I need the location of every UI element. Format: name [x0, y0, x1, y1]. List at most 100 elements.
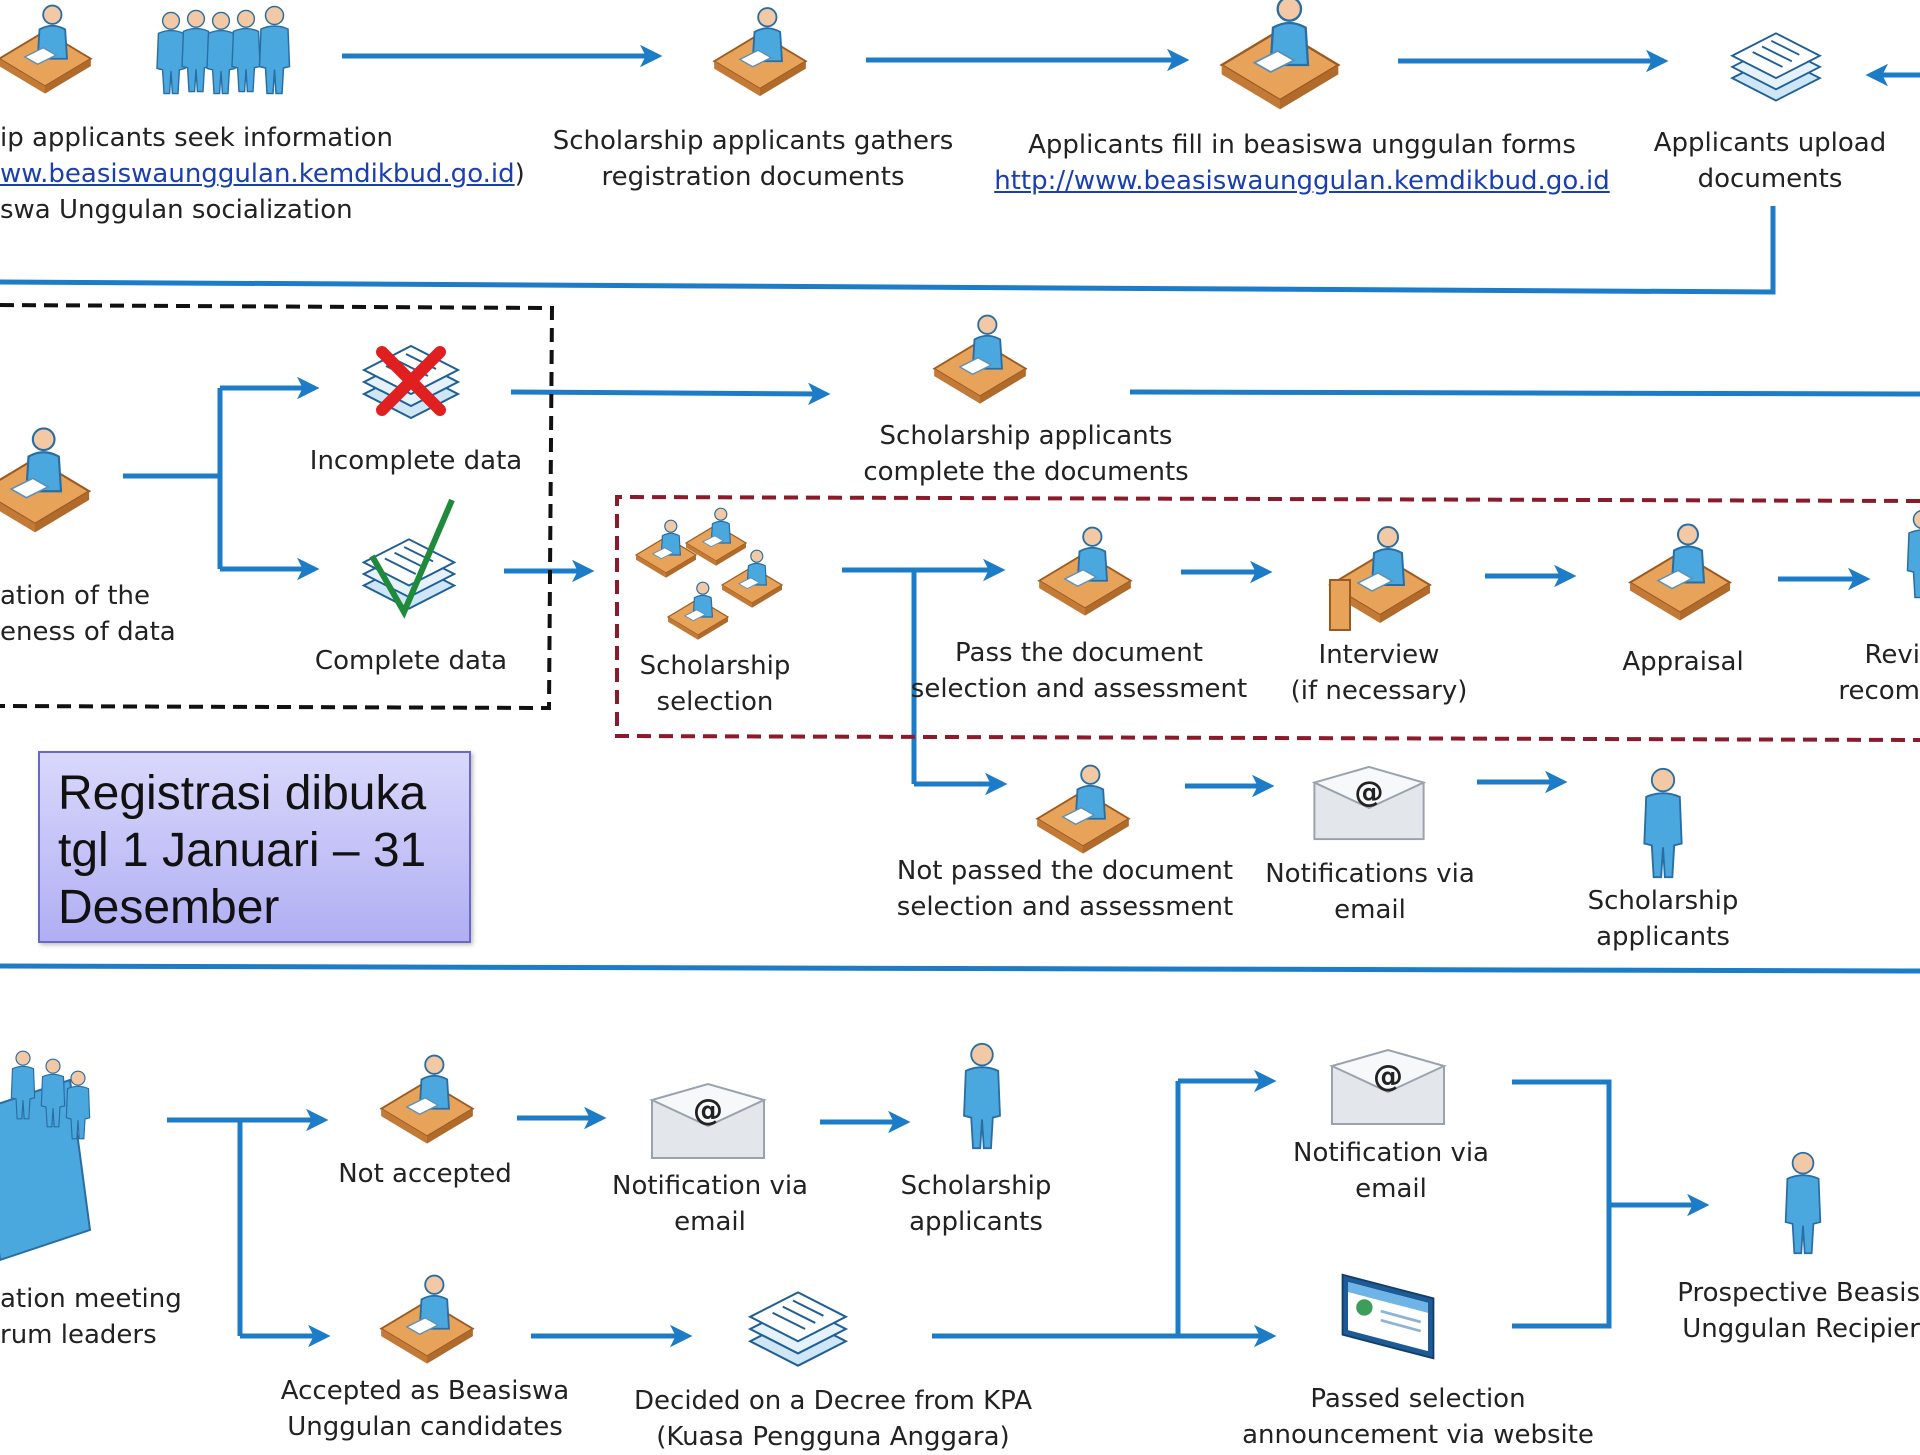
selection-line2: selection [640, 684, 791, 720]
note-line2: tgl 1 Januari – 31 [58, 822, 451, 879]
meeting-line1: ation meeting [0, 1281, 182, 1317]
incomplete-docs-icon [364, 346, 458, 418]
gather-docs-line1: Scholarship applicants gathers [553, 123, 954, 159]
complete-docs-label: Scholarship applicants complete the docu… [863, 418, 1188, 490]
gather-docs-line2: registration documents [553, 159, 954, 195]
reviewer-person-icon [1908, 511, 1920, 598]
applicant-gathering-icon [714, 8, 806, 96]
complete-docs-icon [364, 500, 455, 612]
scholarship-applicants-label: Scholarship applicants [1588, 883, 1739, 955]
upload-documents-icon [1732, 33, 1820, 100]
upload-docs-line1: Applicants upload [1654, 125, 1887, 161]
not-passed-label: Not passed the document selection and as… [897, 853, 1233, 925]
note-line1: Registrasi dibuka [58, 765, 451, 822]
recipient-person-icon [1786, 1153, 1821, 1254]
complete-docs-line2: complete the documents [863, 454, 1188, 490]
not-passed-line2: selection and assessment [897, 889, 1233, 925]
pass-doc-line2: selection and assessment [911, 671, 1247, 707]
gather-docs-label: Scholarship applicants gathers registrat… [553, 123, 954, 195]
accepted-desk-icon [381, 1276, 473, 1364]
fill-forms-label: Applicants fill in beasiswa unggulan for… [994, 127, 1610, 199]
verify-completeness-label: ation of the eness of data [0, 578, 176, 650]
applicants-line1: Scholarship [1588, 883, 1739, 919]
connector-merge [1512, 1082, 1609, 1326]
incomplete-data-label: Incomplete data [310, 443, 522, 479]
upload-docs-label: Applicants upload documents [1654, 125, 1887, 197]
not-passed-desk-icon [1037, 766, 1129, 854]
decree-docs-icon [750, 1292, 846, 1365]
registration-period-note: Registrasi dibuka tgl 1 Januari – 31 Des… [38, 751, 471, 943]
applicant-person-icon [1644, 769, 1681, 877]
scholarship-selection-label: Scholarship selection [640, 648, 791, 720]
row1-icons [0, 0, 1820, 109]
connector-row2-to-row3 [0, 966, 1920, 971]
announcement-label: Passed selection announcement via websit… [1242, 1381, 1594, 1453]
verify-line1: ation of the [0, 578, 176, 614]
computer-user-icon [0, 6, 91, 94]
meeting-label: ation meeting rum leaders [0, 1281, 182, 1353]
applicants2-line2: applicants [901, 1204, 1052, 1240]
recipients-line1: Prospective Beasis [1677, 1275, 1920, 1311]
note-line3: Desember [58, 879, 451, 936]
applicant-person-icon-2 [964, 1044, 1000, 1148]
complete-data-label: Complete data [315, 643, 507, 679]
fill-forms-link[interactable]: http://www.beasiswaunggulan.kemdikbud.go… [994, 163, 1610, 199]
email-envelope-icon-3 [1332, 1050, 1444, 1124]
announce-line2: announcement via website [1242, 1417, 1594, 1453]
prospective-recipients-label: Prospective Beasis Unggulan Recipier [1677, 1275, 1920, 1347]
not-accepted-desk-icon [381, 1056, 473, 1144]
review-line2: recom [1838, 673, 1920, 709]
group-of-people-icon [157, 7, 290, 94]
applicant-form-icon [1222, 0, 1339, 109]
connector-complete-docs-out [1130, 392, 1920, 394]
decree-label: Decided on a Decree from KPA (Kuasa Peng… [634, 1383, 1032, 1455]
appraisal-label: Appraisal [1622, 644, 1743, 680]
seek-info-line3: swa Unggulan socialization [0, 192, 525, 228]
fill-forms-line1: Applicants fill in beasiswa unggulan for… [994, 127, 1610, 163]
meeting-table-icon [0, 1051, 90, 1260]
interview-icon [1330, 527, 1430, 630]
notifications-email-line2: email [1265, 892, 1475, 928]
notification-email-line2: email [612, 1204, 808, 1240]
notification-email2-line2: email [1293, 1171, 1489, 1207]
seek-info-paren: ) [515, 159, 525, 189]
review-label: Revi recom [1838, 637, 1920, 709]
interview-label: Interview (if necessary) [1291, 637, 1468, 709]
not-accepted-label: Not accepted [338, 1156, 512, 1192]
selection-stage-frame [617, 497, 1920, 740]
decree-line2: (Kuasa Pengguna Anggara) [634, 1419, 1032, 1455]
not-passed-line1: Not passed the document [897, 853, 1233, 889]
upload-docs-line2: documents [1654, 161, 1887, 197]
decree-line1: Decided on a Decree from KPA [634, 1383, 1032, 1419]
notification-email-label: Notification via email [612, 1168, 808, 1240]
interview-line2: (if necessary) [1291, 673, 1468, 709]
notifications-email-label: Notifications via email [1265, 856, 1475, 928]
pass-doc-label: Pass the document selection and assessme… [911, 635, 1247, 707]
verify-line2: eness of data [0, 614, 176, 650]
review-line1: Revi [1838, 637, 1920, 673]
applicants2-line1: Scholarship [901, 1168, 1052, 1204]
notification-email-label-2: Notification via email [1293, 1135, 1489, 1207]
applicants-line2: applicants [1588, 919, 1739, 955]
beasiswa-website-link[interactable]: ww.beasiswaunggulan.kemdikbud.go.id [0, 159, 515, 189]
verifier-computer-icon [0, 428, 89, 532]
complete-docs-line1: Scholarship applicants [863, 418, 1188, 454]
pass-doc-desk-icon [1039, 528, 1131, 616]
seek-info-label: ip applicants seek information ww.beasis… [0, 120, 525, 228]
seek-info-line1: ip applicants seek information [0, 120, 525, 156]
email-envelope-icon [1314, 767, 1423, 839]
applicant-completing-icon [934, 316, 1026, 404]
selection-line1: Scholarship [640, 648, 791, 684]
accepted-candidates-label: Accepted as Beasiswa Unggulan candidates [281, 1373, 569, 1445]
appraisal-icon [1630, 525, 1730, 621]
recipients-line2: Unggulan Recipier [1677, 1311, 1920, 1347]
notification-email-line1: Notification via [612, 1168, 808, 1204]
seek-info-link-line: ww.beasiswaunggulan.kemdikbud.go.id) [0, 156, 525, 192]
notifications-email-line1: Notifications via [1265, 856, 1475, 892]
selection-group-icon [636, 508, 782, 640]
arrow-incomplete-to-complete-docs [511, 392, 826, 394]
scholarship-applicants-label-2: Scholarship applicants [901, 1168, 1052, 1240]
email-envelope-icon-2 [652, 1084, 764, 1158]
interview-line1: Interview [1291, 637, 1468, 673]
website-monitor-icon [1343, 1275, 1434, 1359]
